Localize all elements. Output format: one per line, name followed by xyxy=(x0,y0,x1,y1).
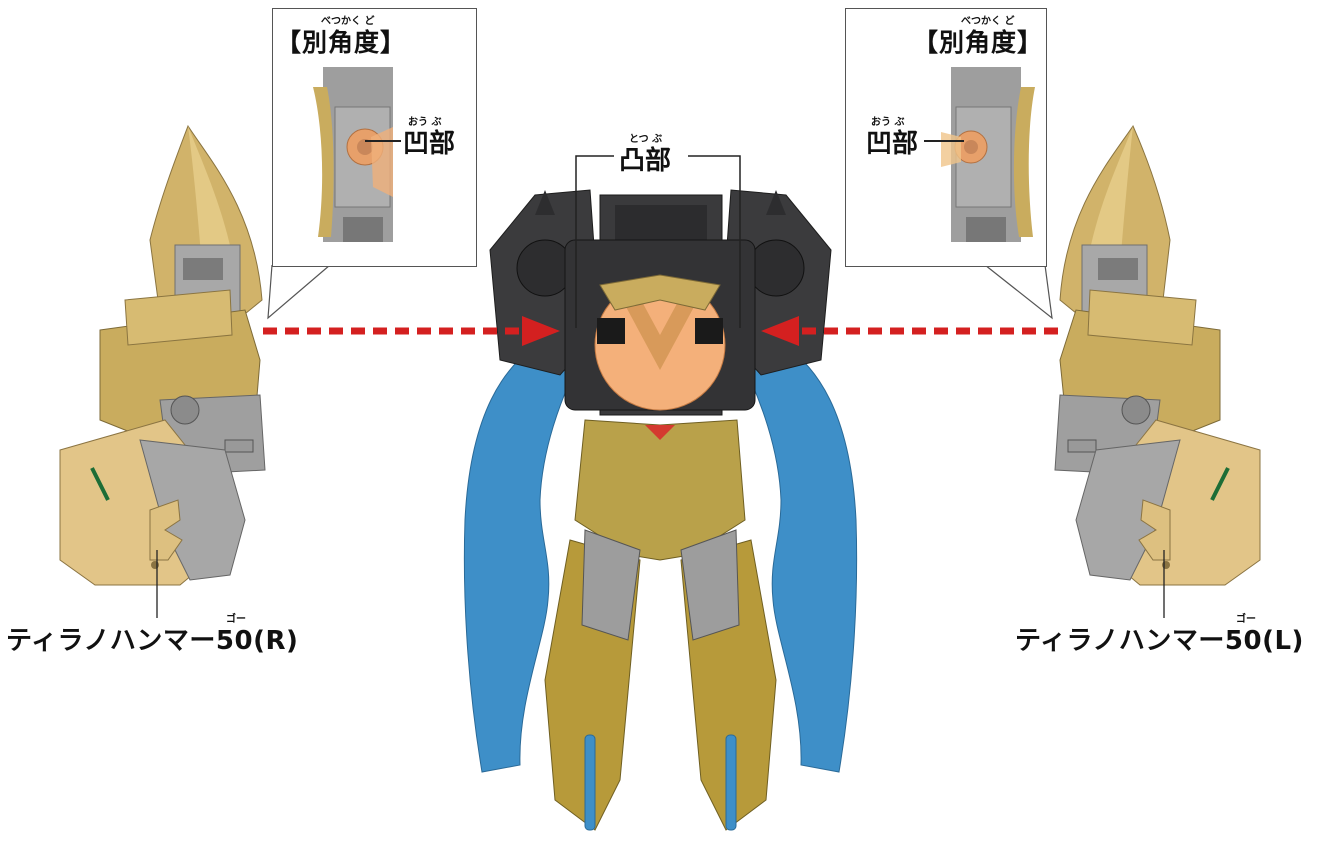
left-inset-callout-ruby: おう ぶ xyxy=(408,117,442,128)
robot-figure xyxy=(463,189,858,831)
hammer-r-label: ティラノハンマー50(R) xyxy=(6,626,299,656)
center-callout-ruby: とつ ぶ xyxy=(629,134,663,145)
right-inset-callout-label: 凹部 xyxy=(866,129,919,159)
left-inset-title: 【別角度】 xyxy=(276,28,407,57)
right-inset-photo xyxy=(941,67,1035,242)
right-inset-callout-ruby: おう ぶ xyxy=(871,117,905,128)
right-dashed-arrow xyxy=(761,316,1058,346)
right-inset-callout-line xyxy=(924,140,964,142)
right-inset-title-ruby: べつかく ど xyxy=(961,16,1015,27)
center-callout-label: 凸部 xyxy=(619,146,672,176)
hammer-r-ruby: ゴー xyxy=(226,614,246,625)
hammer-l-ruby: ゴー xyxy=(1236,614,1256,625)
hammer-l-label: ティラノハンマー50(L) xyxy=(1015,626,1304,656)
tyranno-hammer-l-figure xyxy=(1054,124,1261,586)
right-inset-pointer xyxy=(984,264,1053,320)
left-dashed-arrow xyxy=(263,316,560,346)
left-inset-title-ruby: べつかく ど xyxy=(321,16,375,27)
left-inset-pointer xyxy=(267,264,331,320)
left-inset-box: べつかく ど 【別角度】 おう ぶ 凹部 xyxy=(272,8,477,267)
right-inset-box: べつかく ど 【別角度】 おう ぶ 凹部 xyxy=(845,8,1047,267)
left-inset-photo xyxy=(313,67,393,242)
left-inset-callout-line xyxy=(365,140,401,142)
right-inset-title: 【別角度】 xyxy=(913,28,1044,57)
left-inset-callout-label: 凹部 xyxy=(403,129,456,159)
center-callout-lines xyxy=(575,155,741,328)
tyranno-hammer-r-figure xyxy=(59,124,266,586)
